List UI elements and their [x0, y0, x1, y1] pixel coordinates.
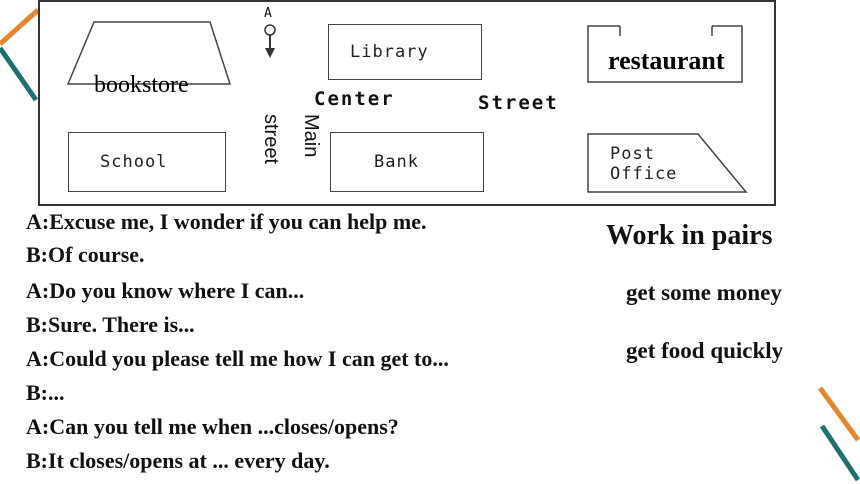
center-street-word1: Center	[314, 88, 395, 110]
dialogue-line: B:Of course.	[26, 242, 145, 267]
dialogue-line: B:...	[26, 380, 65, 405]
school-label: School	[100, 152, 168, 172]
task-heading: Work in pairs	[606, 220, 773, 251]
dialogue-line: B:Sure. There is...	[26, 312, 195, 337]
dialogue-line: A:Could you please tell me how I can get…	[26, 346, 449, 371]
teal-stroke-top	[0, 46, 39, 102]
dialogue-line: A:Do you know where I can...	[26, 278, 305, 303]
center-street-word2: Street	[478, 92, 559, 114]
post-office-label-line1: Post	[610, 144, 655, 164]
library-box	[328, 24, 482, 80]
restaurant-label: restaurant	[608, 46, 725, 75]
bookstore-shape	[66, 21, 232, 85]
street-map: bookstore A Library restaurant Center St…	[38, 0, 776, 206]
main-street-word1: Main	[300, 114, 322, 158]
orange-stroke-bottom	[817, 386, 860, 442]
school-box	[68, 132, 226, 192]
post-office-label-line2: Office	[610, 164, 678, 184]
bank-label: Bank	[374, 152, 419, 172]
dialogue-line: B:It closes/opens at ... every day.	[26, 448, 330, 473]
marker-label: A	[264, 6, 272, 21]
orange-stroke-top	[0, 8, 40, 46]
bank-box	[330, 132, 484, 192]
person-marker-icon	[264, 24, 276, 58]
post-office-shape	[587, 133, 748, 193]
restaurant-shape	[587, 25, 743, 83]
bookstore-label: bookstore	[94, 72, 189, 98]
teal-stroke-bottom	[819, 424, 860, 482]
task-item-food: get food quickly	[626, 338, 784, 363]
task-item-money: get some money	[626, 280, 782, 305]
dialogue-line: A:Can you tell me when ...closes/opens?	[26, 414, 399, 439]
dialogue-line: A:Excuse me, I wonder if you can help me…	[26, 209, 427, 234]
main-street-word2: street	[260, 114, 282, 165]
library-label: Library	[350, 42, 429, 62]
